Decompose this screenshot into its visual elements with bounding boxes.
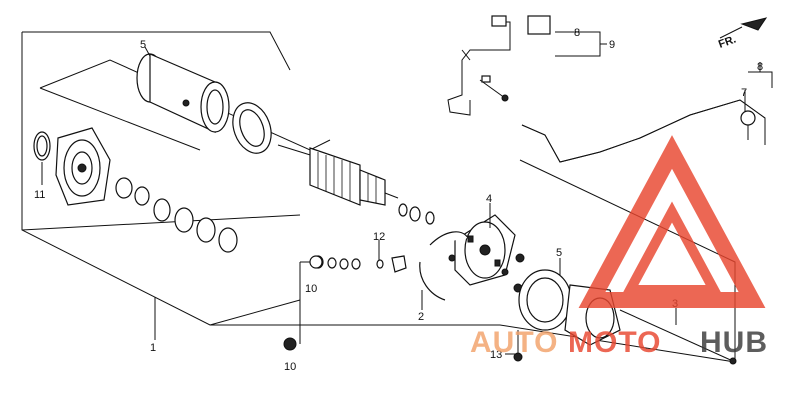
callout-4: 4 xyxy=(486,193,492,205)
armature-washers xyxy=(398,203,435,225)
brush-spring xyxy=(419,231,469,301)
callout-5-right: 5 xyxy=(556,247,562,259)
callout-1: 1 xyxy=(150,342,156,354)
callout-12: 12 xyxy=(373,231,385,243)
armature xyxy=(277,144,399,206)
watermark-text-moto: MOTO xyxy=(568,326,661,359)
watermark-triangle-outer xyxy=(578,135,766,308)
direction-label: FR. xyxy=(717,33,738,50)
callout-10-upper: 10 xyxy=(305,283,317,295)
yoke-gasket xyxy=(232,102,272,154)
front-cover xyxy=(33,127,111,206)
watermark-triangle-inner xyxy=(621,201,723,295)
watermark-logo: AUTO MOTO HUB xyxy=(470,135,768,359)
callout-7: 7 xyxy=(741,87,747,99)
watermark-text-auto: AUTO xyxy=(470,326,558,359)
callout-13: 13 xyxy=(490,349,502,361)
motor-yoke xyxy=(136,53,230,133)
front-direction-arrow: FR. xyxy=(717,17,768,51)
starter-cable xyxy=(521,99,766,163)
ground-cable xyxy=(447,15,551,116)
watermark-text-hub: HUB xyxy=(700,326,768,359)
callout-8-top: 8 xyxy=(574,27,580,39)
callout-9: 9 xyxy=(609,39,615,51)
callout-2: 2 xyxy=(418,311,424,323)
callout-5-top: 5 xyxy=(140,39,146,51)
bolt-lower xyxy=(283,337,297,351)
through-bolt xyxy=(619,309,736,363)
callout-11: 11 xyxy=(34,189,45,201)
bolt-upper xyxy=(309,255,323,269)
callout-10-lower: 10 xyxy=(284,361,296,373)
bolt-13 xyxy=(513,330,523,362)
brush-holder xyxy=(454,214,525,293)
cover-washers xyxy=(115,177,238,253)
callout-8-right: 8 xyxy=(757,61,763,73)
small-clips xyxy=(312,255,407,273)
